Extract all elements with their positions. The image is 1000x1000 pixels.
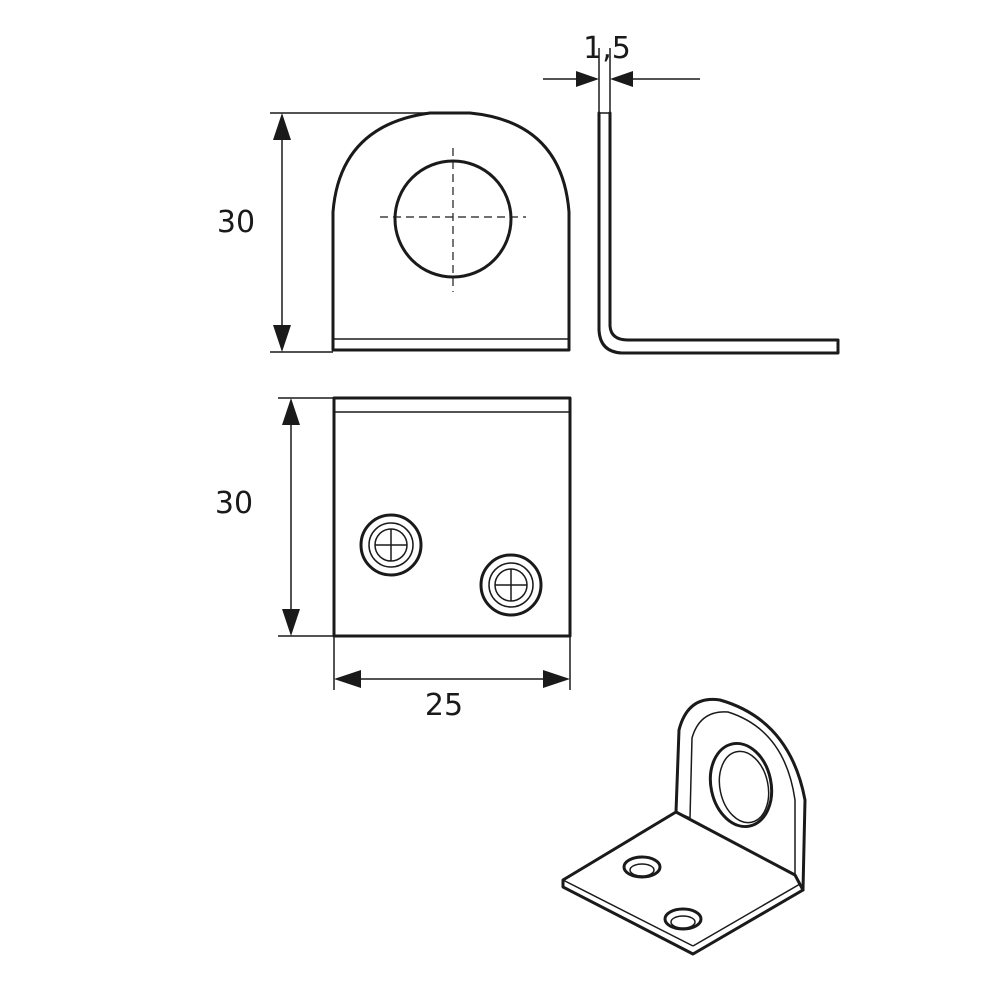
side-view-profile xyxy=(597,111,840,355)
iso-screw-hole-1 xyxy=(622,855,662,879)
arrow-right xyxy=(543,670,570,688)
top-view-outline xyxy=(331,111,571,352)
front-view xyxy=(332,396,572,638)
thickness-dimension: 1,5 xyxy=(543,31,700,113)
arrow-up xyxy=(273,113,291,140)
screw-hole-left xyxy=(359,513,423,577)
arrow-up xyxy=(282,398,300,425)
front-view-outline xyxy=(332,396,572,638)
iso-upright-flange xyxy=(674,697,807,892)
arrow-down xyxy=(282,609,300,636)
arrow-left xyxy=(334,670,361,688)
top-height-dimension: 30 xyxy=(217,112,470,353)
width-dimension: 25 xyxy=(333,636,571,723)
top-height-label: 30 xyxy=(217,205,255,240)
iso-large-hole xyxy=(708,741,774,829)
top-view xyxy=(331,111,571,352)
isometric-view xyxy=(561,697,807,956)
screw-hole-right xyxy=(479,553,543,617)
iso-screw-hole-2 xyxy=(663,907,703,931)
thickness-label: 1,5 xyxy=(583,31,631,66)
iso-base-plate xyxy=(561,810,805,956)
front-height-dimension: 30 xyxy=(215,397,334,637)
arrow-right xyxy=(576,71,599,87)
width-label: 25 xyxy=(425,688,463,723)
side-view xyxy=(597,111,840,355)
front-height-label: 30 xyxy=(215,486,253,521)
arrow-down xyxy=(273,325,291,352)
arrow-left xyxy=(610,71,633,87)
